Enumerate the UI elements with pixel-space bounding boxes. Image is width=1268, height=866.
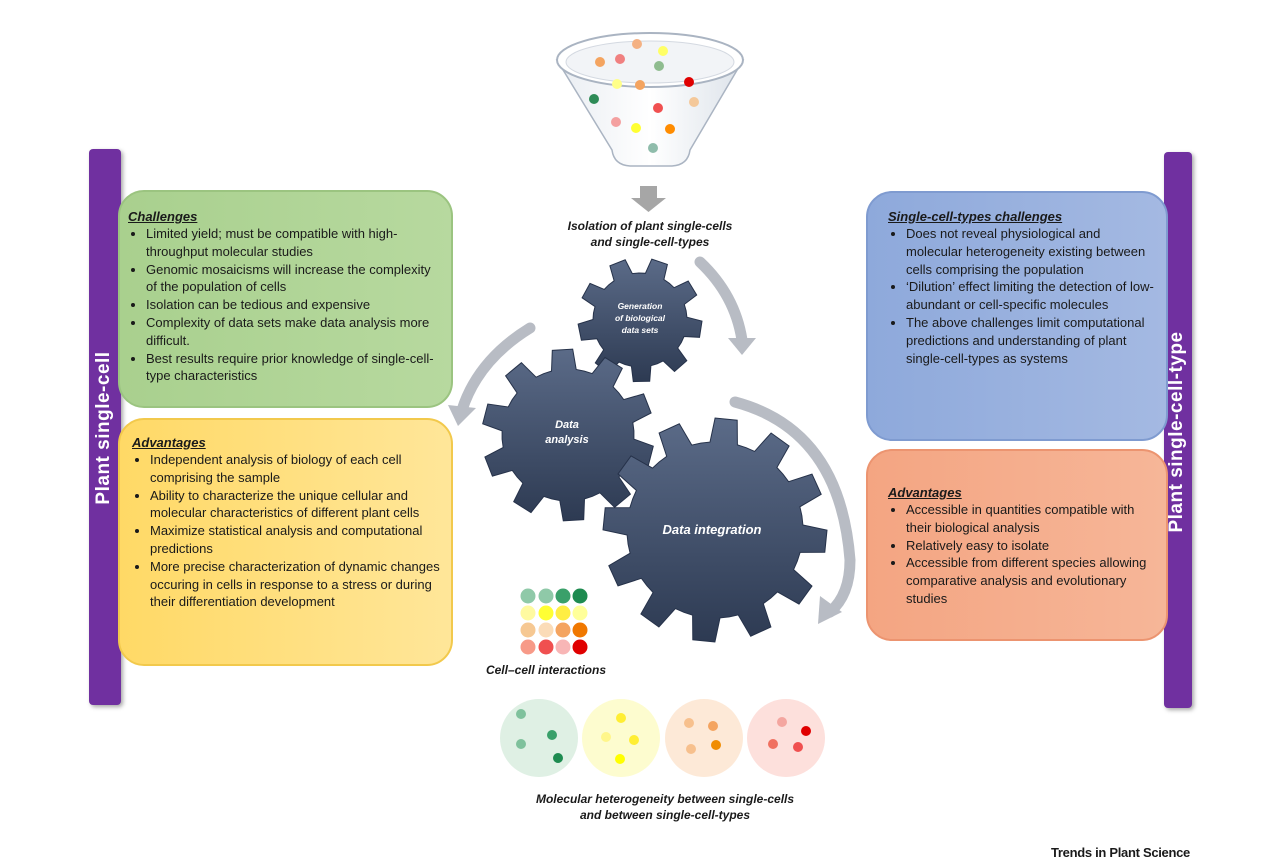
list-item: Accessible from different species allowi… [906,554,1158,607]
list-item: Relatively easy to isolate [906,537,1158,555]
down-arrow-icon [631,186,666,212]
gear-medium-label-1: Data [555,419,579,431]
heterogeneity-caption: Molecular heterogeneity between single-c… [520,791,810,823]
single-cell-advantages-box: Advantages Independent analysis of biolo… [118,418,453,666]
heterogeneity-caption-line: and between single-cell-types [579,808,751,822]
list-item: Complexity of data sets make data analys… [146,314,441,350]
cell-dots [589,39,699,153]
single-cell-challenges-title: Challenges [128,209,198,224]
right-side-bar [1164,152,1192,708]
single-cell-types-advantages-box: Advantages Accessible in quantities comp… [866,449,1168,641]
gear-small-label-3: data sets [622,325,659,335]
list-item: The above challenges limit computational… [906,314,1158,367]
single-cell-types-advantages-list: Accessible in quantities compatible with… [888,501,1158,608]
list-item: Maximize statistical analysis and comput… [150,522,441,558]
list-item: Genomic mosaicisms will increase the com… [146,261,441,297]
arrow-head-icon [818,596,842,624]
list-item: Ability to characterize the unique cellu… [150,487,441,523]
single-cell-types-challenges-title: Single-cell-types challenges [888,209,1063,224]
gears-group [482,258,828,643]
list-item: Independent analysis of biology of each … [150,451,441,487]
gear-medium-label-2: analysis [545,434,588,446]
left-side-bar [89,149,121,705]
isolation-caption-line: and single-cell-types [590,235,710,249]
single-cell-challenges-list: Limited yield; must be compatible with h… [128,225,441,385]
heterogeneity-circles [500,699,825,777]
isolation-caption-line: Isolation of plant single-cells [567,219,733,233]
gear-medium-icon [482,348,654,522]
heterogeneity-caption-line: Molecular heterogeneity between single-c… [535,792,795,806]
gear-small-label-1: Generation [618,301,663,311]
list-item: Isolation can be tedious and expensive [146,296,441,314]
single-cell-types-advantages-title: Advantages [888,485,962,500]
list-item: Accessible in quantities compatible with… [906,501,1158,537]
journal-footer: Trends in Plant Science [1050,845,1190,860]
list-item: Does not reveal physiological and molecu… [906,225,1158,278]
single-cell-advantages-list: Independent analysis of biology of each … [132,451,441,611]
cycle-arrows [456,256,856,618]
single-cell-types-challenges-box: Single-cell-types challenges Does not re… [866,191,1168,441]
gear-small-label-2: of biological [615,313,666,323]
arrow-head-icon [448,405,476,426]
interaction-matrix [520,588,588,655]
gear-small-icon [577,258,703,383]
list-item: More precise characterization of dynamic… [150,558,441,611]
single-cell-challenges-box: Challenges Limited yield; must be compat… [118,190,453,408]
isolation-caption: Isolation of plant single-cells and sing… [520,218,780,250]
single-cell-advantages-title: Advantages [132,435,206,450]
list-item: ‘Dilution’ effect limiting the detection… [906,278,1158,314]
list-item: Limited yield; must be compatible with h… [146,225,441,261]
gear-large-icon [602,417,828,643]
single-cell-types-challenges-list: Does not reveal physiological and molecu… [888,225,1158,367]
gear-large-label: Data integration [663,522,762,537]
list-item: Best results require prior knowledge of … [146,350,441,386]
funnel-icon [555,32,745,167]
interactions-caption: Cell–cell interactions [485,663,607,677]
arrow-head-icon [728,338,756,355]
